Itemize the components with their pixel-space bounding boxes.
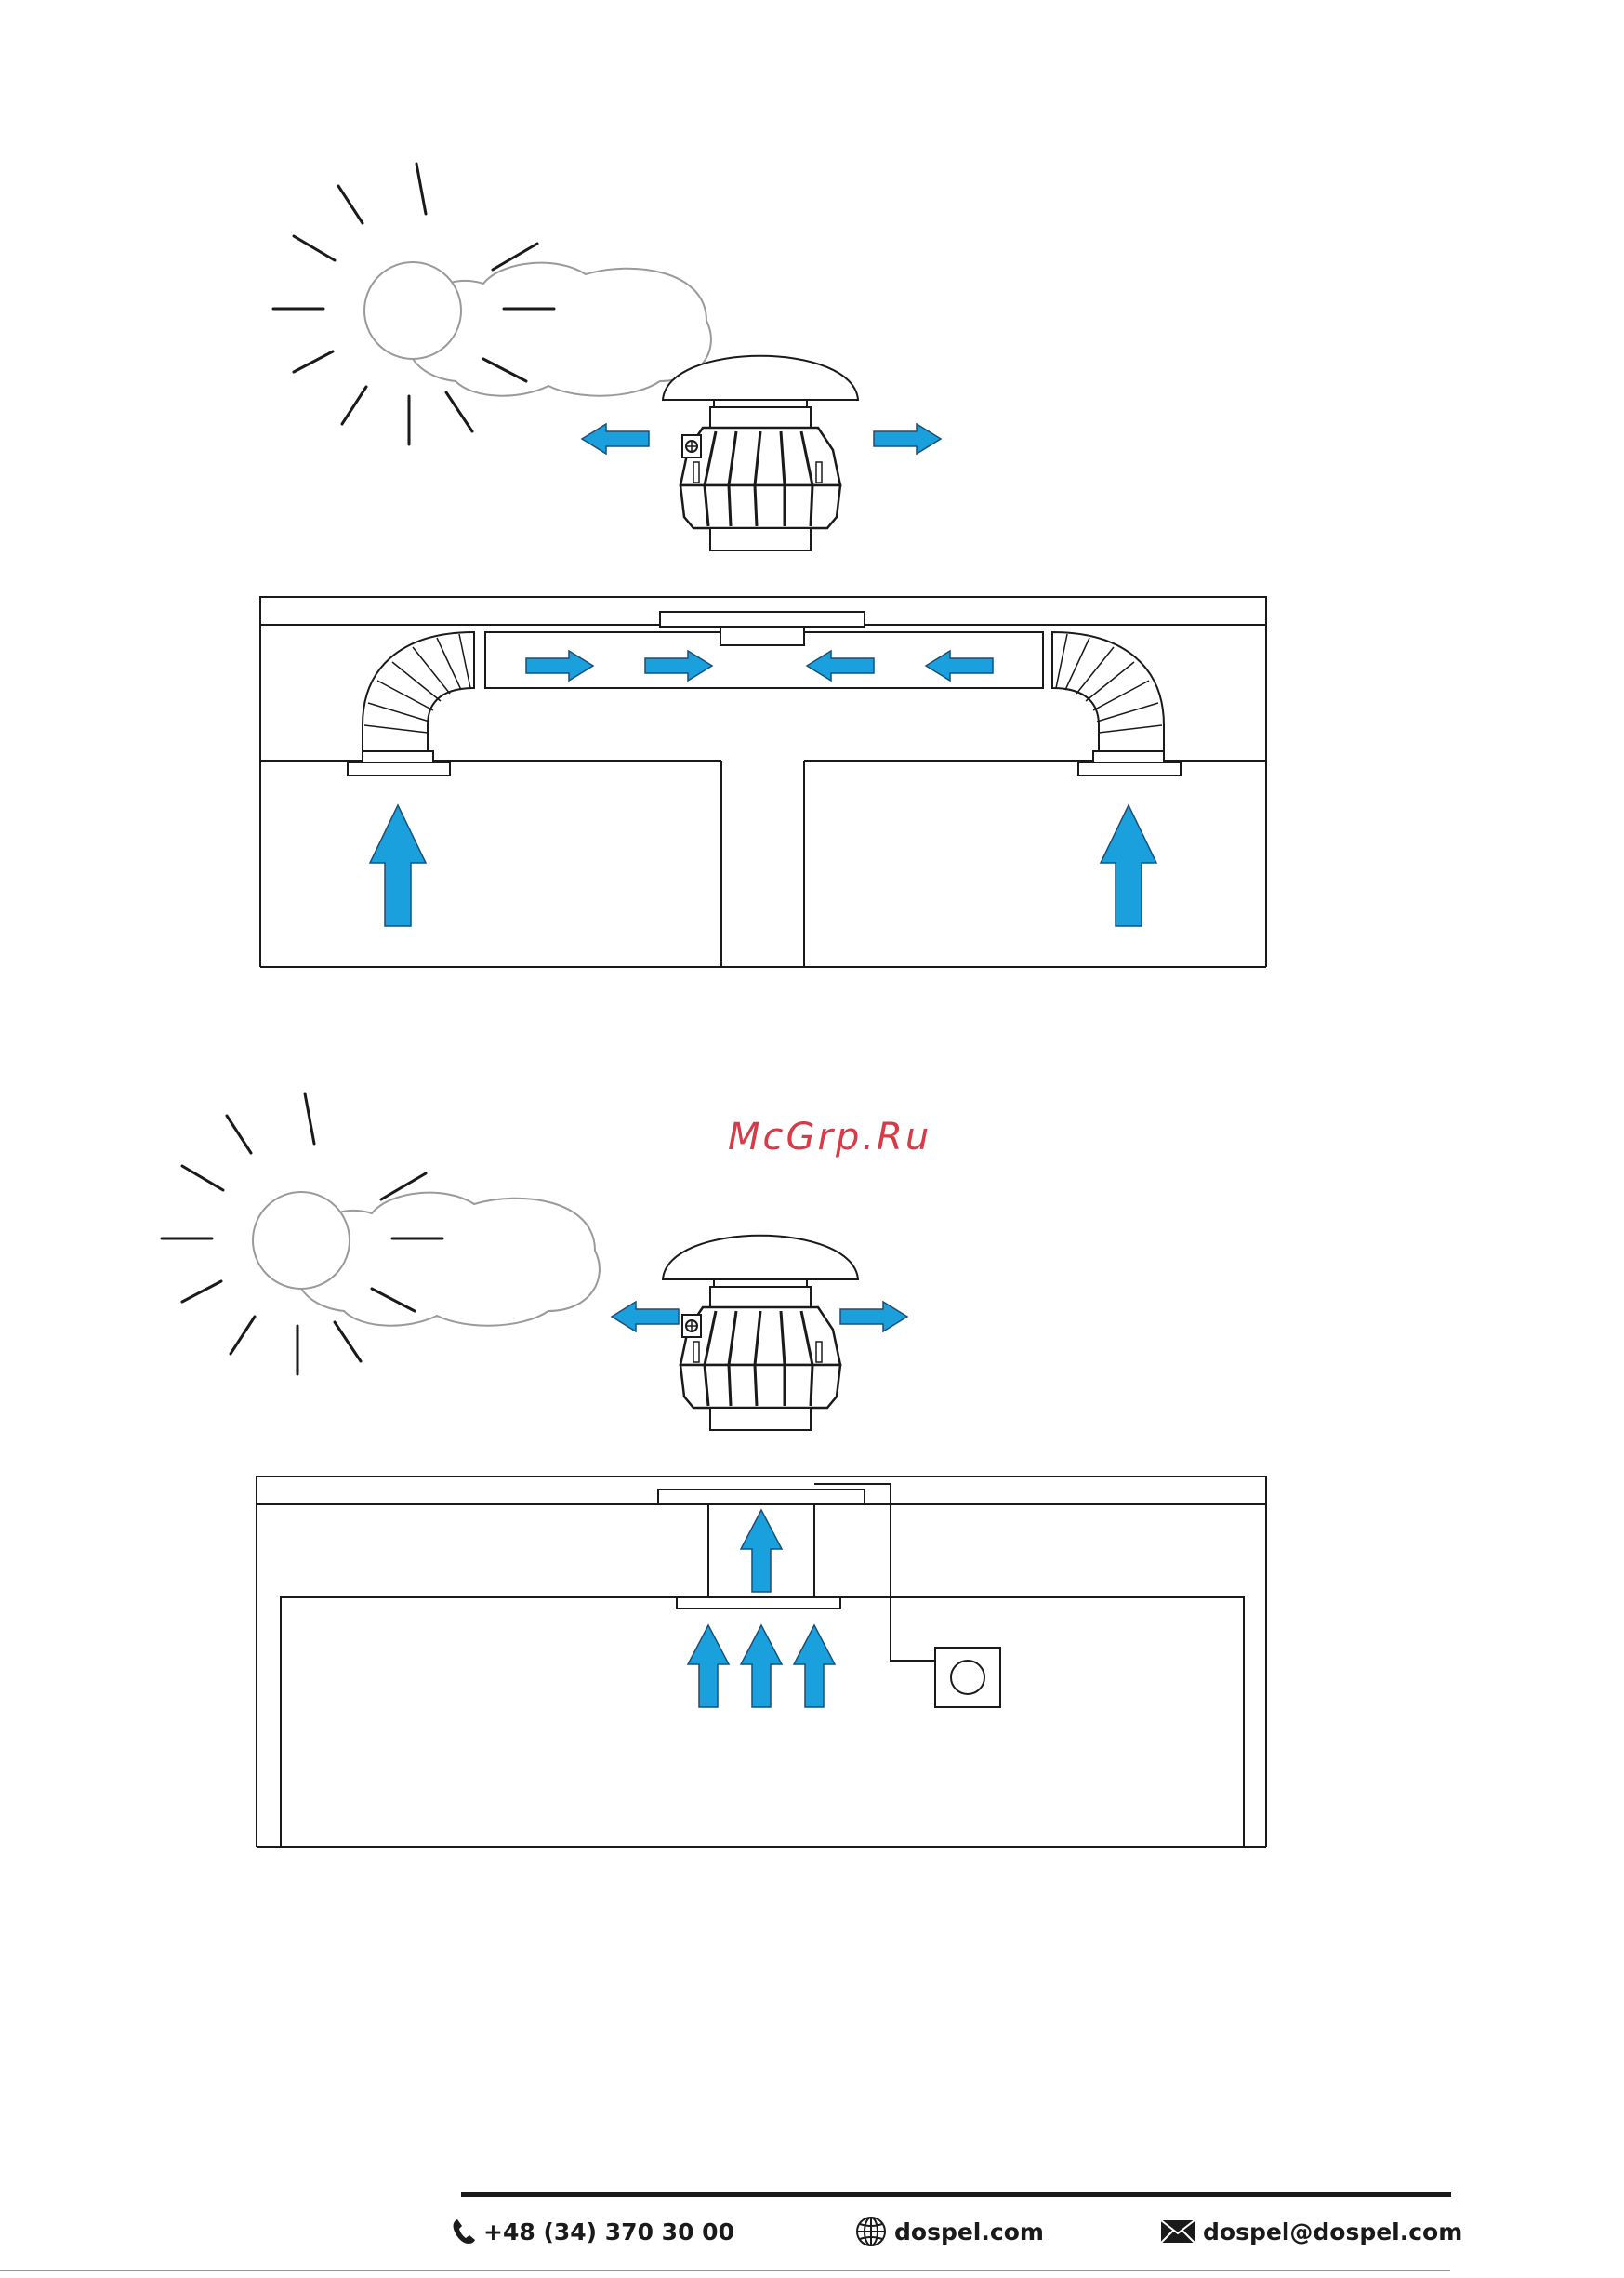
sun-icon [273,164,711,444]
roof-fan-icon [663,356,858,550]
diffusers-top [348,751,1181,775]
footer-phone[interactable]: +48 (34) 370 30 00 [452,2213,734,2250]
website-link: dospel.com [894,2218,1044,2245]
footer-divider [461,2192,1451,2197]
footer-email[interactable]: dospel@dospel.com [1160,2213,1462,2250]
controller-icon [935,1648,1000,1707]
exhaust-arrow-right [840,1302,907,1331]
footer-website[interactable]: dospel.com [855,2213,1044,2250]
page-bottom-rule [0,2270,1450,2271]
room-airflow-arrow [370,805,426,926]
exhaust-arrow-left [582,424,649,454]
top-diagram [260,164,1266,967]
duct-elbow-left [363,632,474,762]
phone-icon [452,2218,476,2245]
watermark-text: McGrp.Ru [728,1116,923,1159]
room-airflow-arrow [741,1625,782,1707]
roof-fan-icon [663,1236,858,1430]
globe-icon [855,2216,887,2247]
room-airflow-arrow [688,1625,729,1707]
room-airflow-arrow [1101,805,1156,926]
email-link: dospel@dospel.com [1203,2218,1462,2245]
duct-elbow-right [1052,632,1164,762]
bottom-diagram [162,1093,1266,1847]
exhaust-arrow-right [874,424,941,454]
sun-icon [162,1093,600,1374]
exhaust-arrow-left [612,1302,679,1331]
envelope-icon [1160,2218,1195,2245]
phone-number: +48 (34) 370 30 00 [483,2218,734,2245]
duct-system-bottom [658,1484,935,1661]
room-airflow-arrow [794,1625,835,1707]
